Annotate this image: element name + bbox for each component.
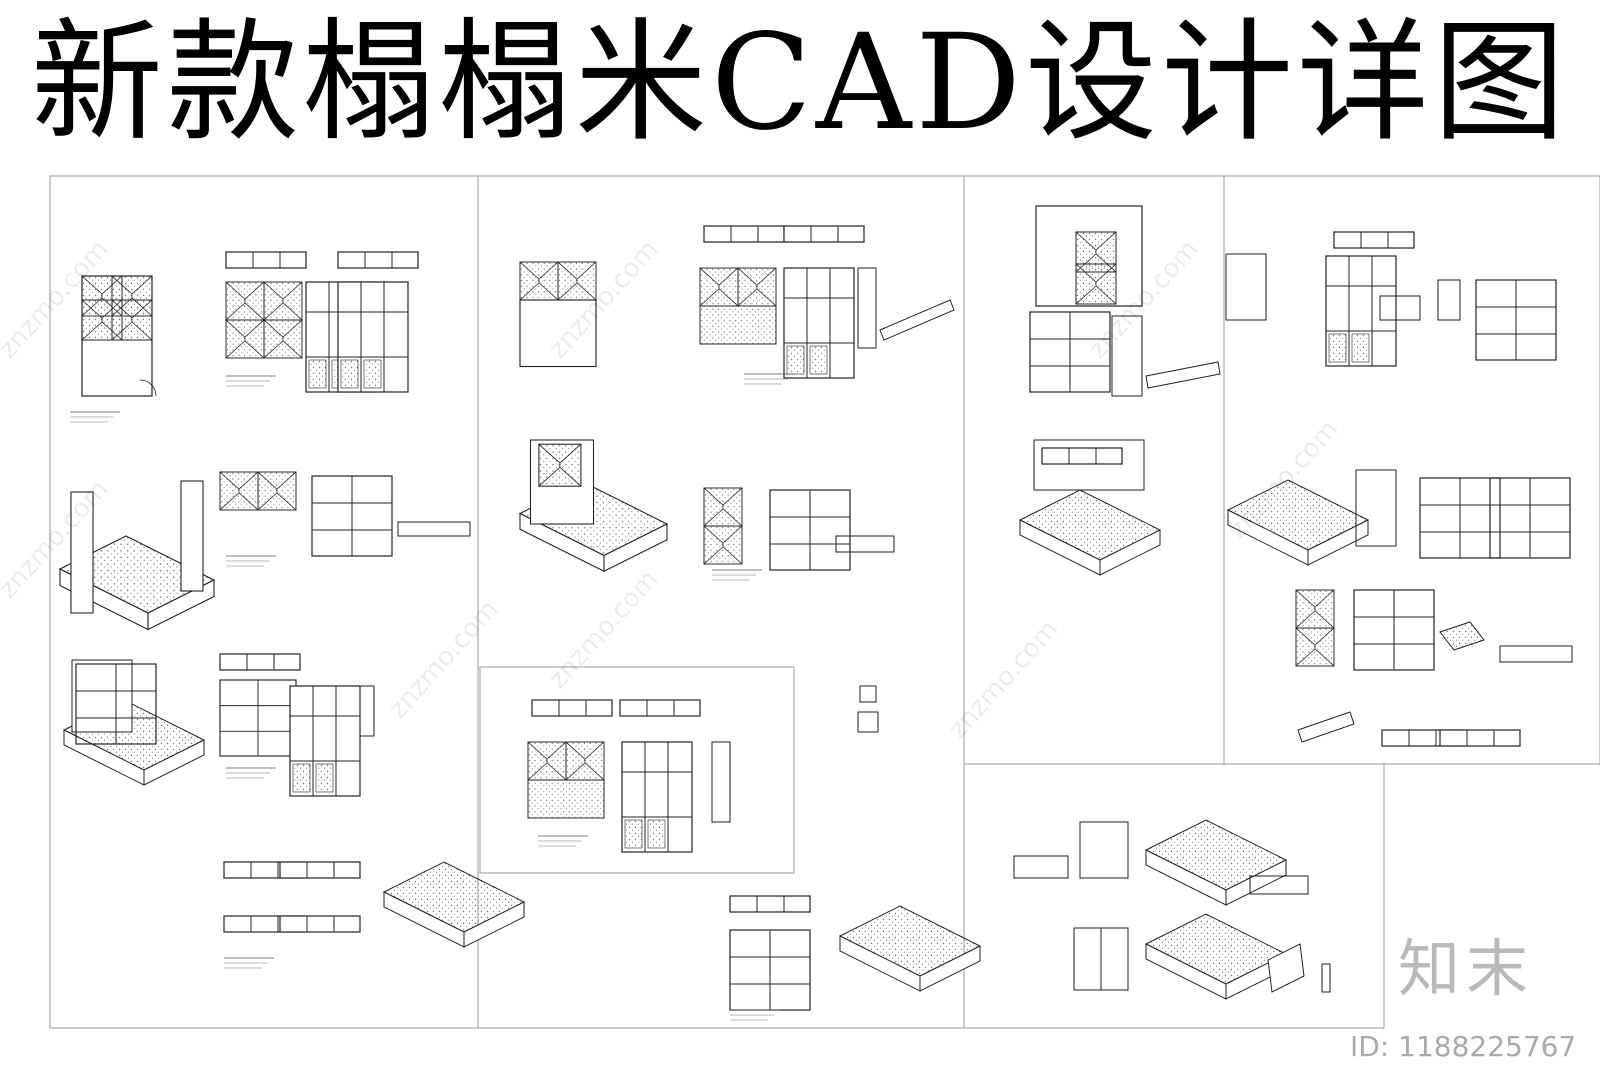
sheet-5-drawings <box>527 685 879 853</box>
brand-logo: 知末 <box>1398 932 1535 1005</box>
sheet-4 <box>1223 175 1600 765</box>
page-title: 新款榻榻米CAD设计详图 <box>30 6 1570 160</box>
image-id-label: ID: 1188225767 <box>1350 1030 1577 1063</box>
sheet-6-drawings <box>1013 819 1331 1000</box>
sheet-4-drawings <box>1225 231 1573 747</box>
sheet-borders <box>49 175 1600 1029</box>
svg-text:znzmo.com: znzmo.com <box>943 614 1065 744</box>
sheet-6 <box>963 763 1385 1029</box>
sheet-1-drawings <box>59 251 525 969</box>
sheet-2-drawings <box>519 225 981 1021</box>
svg-text:znzmo.com: znzmo.com <box>543 564 665 694</box>
sheet-5 <box>479 666 795 874</box>
svg-text:znzmo.com: znzmo.com <box>383 594 505 724</box>
sheet-3-drawings <box>1019 205 1221 576</box>
